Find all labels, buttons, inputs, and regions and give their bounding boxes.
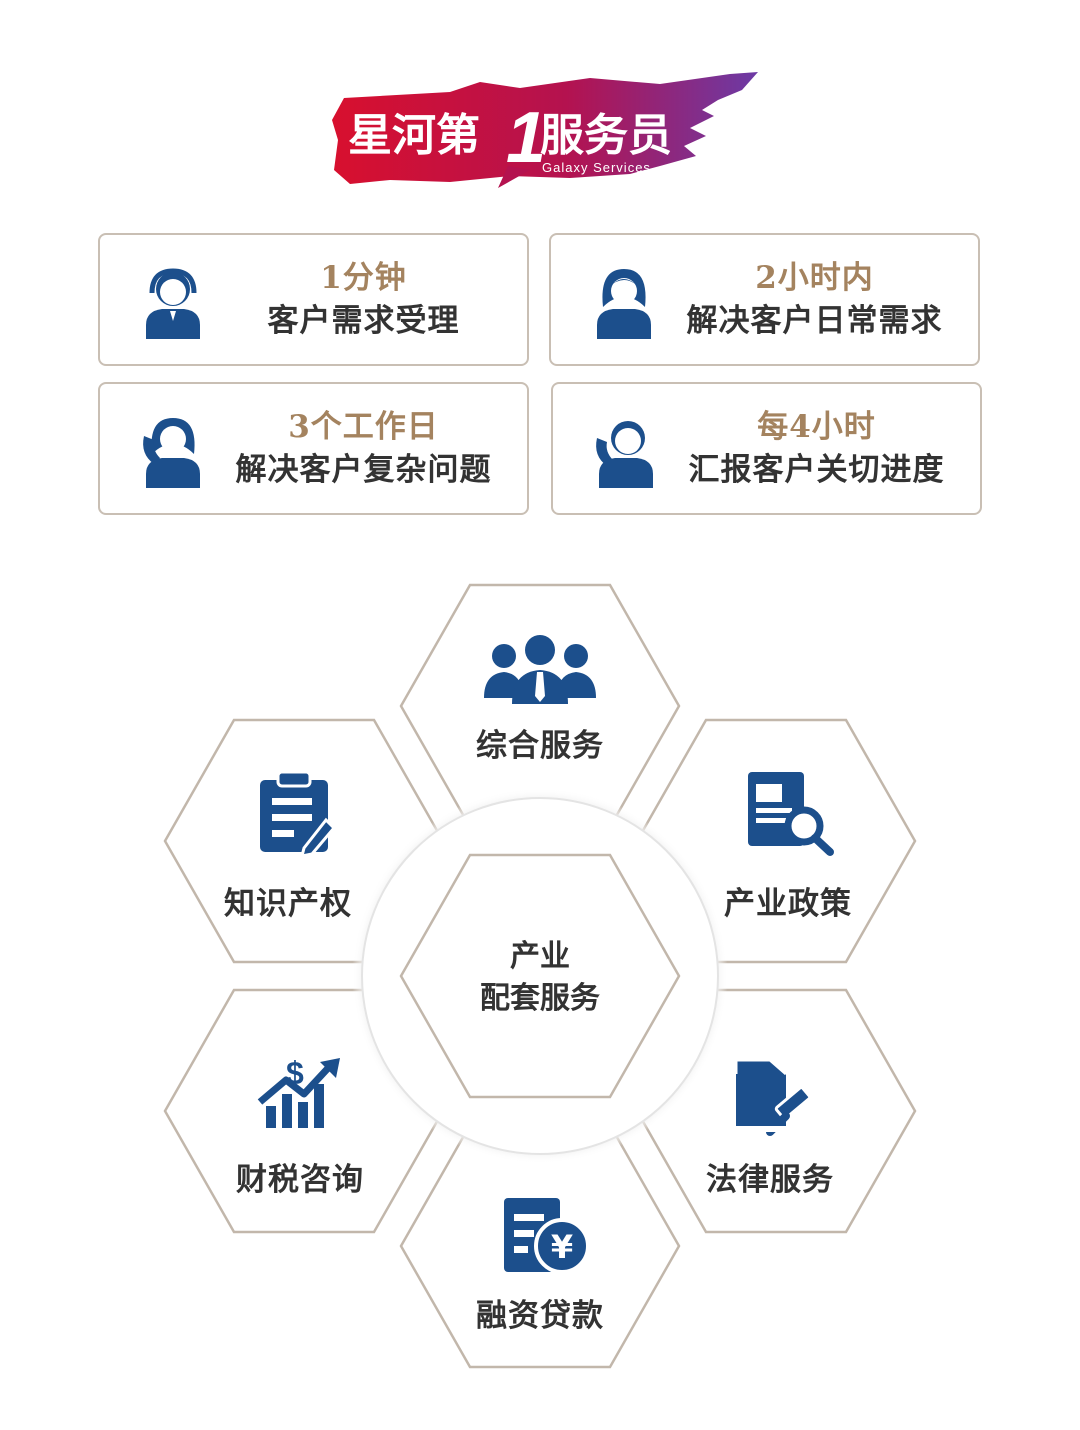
agent-phone-icon [596, 421, 653, 488]
service-label-legal: 法律服务 [706, 1162, 834, 1198]
promise-3-time: 3个工作日 [288, 409, 439, 445]
logo-title-left: 星河第 [348, 111, 480, 160]
logo-title-number: 1 [506, 98, 546, 178]
svg-text:¥: ¥ [551, 1228, 573, 1266]
hex-center [399, 853, 681, 1099]
female-agent-icon [597, 269, 651, 339]
team-icon [484, 635, 596, 704]
service-label-industry-policy: 产业政策 [724, 886, 852, 922]
logo-title-right: 服务员 [540, 111, 672, 160]
promise-card-4: 每4小时 汇报客户关切进度 [551, 382, 982, 515]
logo-subtitle: Galaxy Services [542, 160, 651, 175]
promise-1-desc: 客户需求受理 [267, 303, 460, 339]
service-label-ip: 知识产权 [224, 886, 352, 922]
promise-4-desc: 汇报客户关切进度 [688, 452, 945, 488]
legal-gavel-icon [730, 1058, 812, 1136]
center-title-line2: 配套服务 [480, 981, 600, 1016]
agent-phone-icon [143, 418, 200, 488]
promise-2-time: 2小时内 [755, 260, 874, 296]
loan-yuan-icon: ¥ [504, 1198, 590, 1274]
promise-1-time: 1分钟 [320, 260, 407, 296]
finance-chart-icon: $ [257, 1055, 340, 1128]
agent-headset-icon [146, 268, 200, 339]
promise-card-1: 1分钟 客户需求受理 [98, 233, 529, 366]
center-title: 产业 配套服务 [440, 936, 640, 1020]
promise-card-2: 2小时内 解决客户日常需求 [549, 233, 980, 366]
center-title-line1: 产业 [510, 939, 570, 974]
promise-3-desc: 解决客户复杂问题 [235, 452, 492, 488]
promise-2-desc: 解决客户日常需求 [686, 303, 943, 339]
policy-search-icon [748, 772, 834, 856]
clipboard-pen-icon [260, 770, 337, 858]
service-label-comprehensive: 综合服务 [476, 728, 604, 764]
service-label-financing: 融资贷款 [476, 1298, 604, 1334]
galaxy-services-logo: 星河第 1 服务员 Galaxy Services [332, 72, 758, 188]
service-label-tax: 财税咨询 [236, 1162, 364, 1198]
promise-card-3: 3个工作日 解决客户复杂问题 [98, 382, 529, 515]
promise-4-time: 每4小时 [757, 409, 876, 445]
